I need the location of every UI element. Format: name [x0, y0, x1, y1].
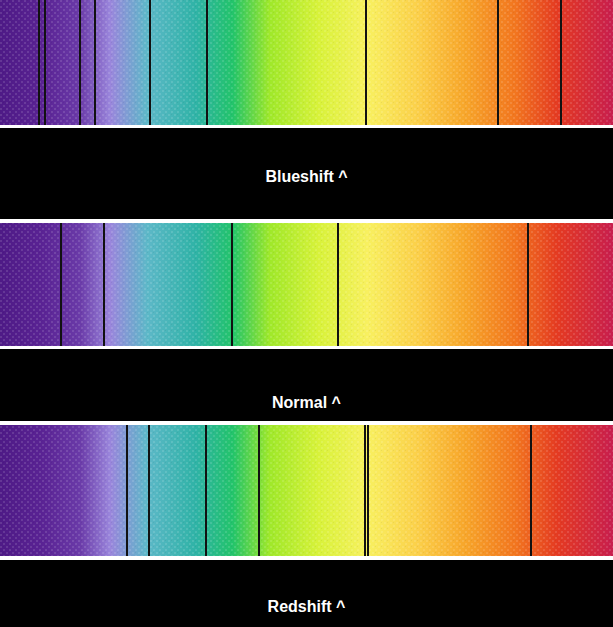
absorption-line — [527, 223, 529, 346]
shift-label: Redshift ^ — [0, 598, 613, 616]
absorption-line — [148, 425, 150, 556]
absorption-line — [103, 223, 105, 346]
absorption-line — [126, 425, 128, 556]
absorption-line — [364, 425, 366, 556]
caption-bar: Redshift ^ — [0, 560, 613, 627]
absorption-line — [530, 425, 532, 556]
caption-bar: Blueshift ^ — [0, 128, 613, 219]
spectrum-band — [0, 425, 613, 556]
absorption-line — [206, 0, 208, 125]
absorption-line — [205, 425, 207, 556]
absorption-line — [149, 0, 151, 125]
absorption-line — [560, 0, 562, 125]
absorption-line — [60, 223, 62, 346]
absorption-line — [44, 0, 46, 125]
band-texture — [0, 0, 613, 125]
band-texture — [0, 425, 613, 556]
absorption-line — [79, 0, 81, 125]
absorption-line — [231, 223, 233, 346]
spectrum-band — [0, 0, 613, 125]
absorption-line — [367, 425, 369, 556]
absorption-line — [365, 0, 367, 125]
absorption-line — [38, 0, 40, 125]
spectrum-band — [0, 223, 613, 346]
shift-label: Normal ^ — [0, 394, 613, 412]
caption-bar: Normal ^ — [0, 349, 613, 421]
absorption-line — [497, 0, 499, 125]
absorption-line — [258, 425, 260, 556]
absorption-line — [94, 0, 96, 125]
band-texture — [0, 223, 613, 346]
shift-label: Blueshift ^ — [0, 168, 613, 186]
absorption-line — [337, 223, 339, 346]
